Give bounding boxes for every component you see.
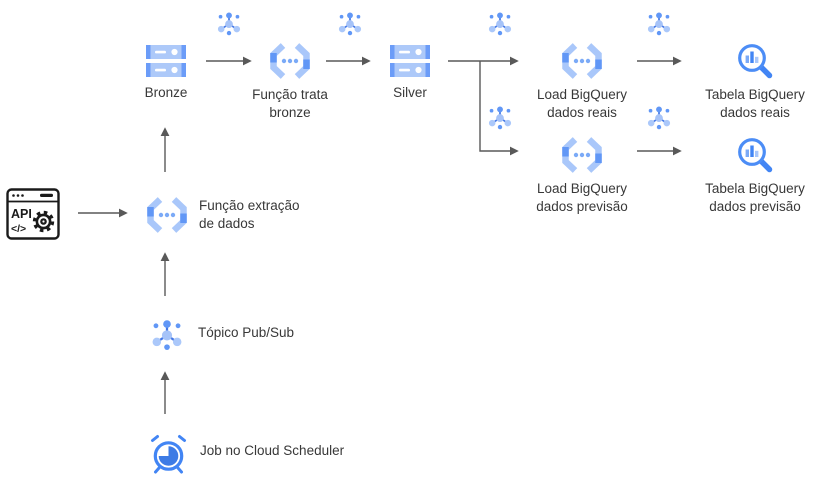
api-text: API bbox=[11, 207, 32, 221]
pubsub-icon bbox=[216, 10, 242, 36]
node-api: API </> bbox=[6, 188, 60, 240]
cloud-functions-icon bbox=[145, 196, 189, 234]
node-funcao-extracao: Função extração de dados bbox=[145, 196, 300, 234]
bigquery-icon bbox=[736, 42, 774, 80]
node-label: Silver bbox=[393, 85, 427, 100]
node-label: Bronze bbox=[144, 85, 188, 100]
gear-icon bbox=[32, 210, 55, 233]
label-line: dados reais bbox=[720, 105, 790, 120]
pubsub-icon bbox=[487, 10, 513, 36]
pubsub-icon bbox=[646, 10, 672, 36]
label-line: Tabela BigQuery bbox=[705, 181, 805, 196]
node-label: Job no Cloud Scheduler bbox=[200, 443, 345, 458]
node-label: Tabela BigQuery dados reais bbox=[705, 86, 805, 122]
cloud-functions-icon bbox=[560, 42, 604, 80]
label-line: dados reais bbox=[547, 105, 617, 120]
node-tabela-bigquery-previsao: Tabela BigQuery dados previsão bbox=[685, 136, 823, 216]
label-line: de dados bbox=[199, 216, 255, 231]
cloud-scheduler-icon bbox=[147, 431, 190, 475]
label-line: Função extração bbox=[199, 198, 300, 213]
node-label: Load BigQuery dados reais bbox=[537, 86, 627, 122]
api-browser-gear-icon: API </> bbox=[6, 188, 60, 240]
cloud-storage-icon bbox=[390, 45, 430, 77]
label-line: bronze bbox=[269, 105, 311, 120]
node-load-bigquery-previsao: Load BigQuery dados previsão bbox=[512, 136, 652, 216]
node-label: Tabela BigQuery dados previsão bbox=[705, 180, 805, 216]
cloud-functions-icon bbox=[268, 42, 312, 80]
cloud-storage-icon bbox=[146, 45, 186, 77]
label-line: Load BigQuery bbox=[536, 181, 628, 196]
pubsub-icon bbox=[487, 104, 513, 130]
node-label: Função extração de dados bbox=[199, 197, 300, 233]
node-topico-pubsub: Tópico Pub/Sub bbox=[150, 317, 294, 351]
node-tabela-bigquery-reais: Tabela BigQuery dados reais bbox=[685, 42, 823, 122]
node-job-scheduler: Job no Cloud Scheduler bbox=[147, 431, 344, 475]
node-label: Load BigQuery dados previsão bbox=[536, 180, 628, 216]
label-line: Load BigQuery bbox=[536, 87, 628, 102]
node-silver: Silver bbox=[340, 45, 480, 102]
node-label: Tópico Pub/Sub bbox=[198, 325, 295, 340]
code-brackets-text: </> bbox=[11, 223, 26, 235]
node-bronze: Bronze bbox=[96, 45, 236, 102]
cloud-functions-icon bbox=[560, 136, 604, 174]
pubsub-icon bbox=[150, 317, 184, 351]
label-line: dados previsão bbox=[709, 199, 801, 214]
node-label: Função trata bronze bbox=[252, 86, 328, 122]
label-line: Tabela BigQuery bbox=[705, 87, 805, 102]
node-load-bigquery-reais: Load BigQuery dados reais bbox=[512, 42, 652, 122]
pubsub-icon bbox=[337, 10, 363, 36]
label-line: dados previsão bbox=[536, 199, 628, 214]
label-line: Função trata bbox=[252, 87, 328, 102]
bigquery-icon bbox=[736, 136, 774, 174]
node-funcao-trata-bronze: Função trata bronze bbox=[220, 42, 360, 122]
